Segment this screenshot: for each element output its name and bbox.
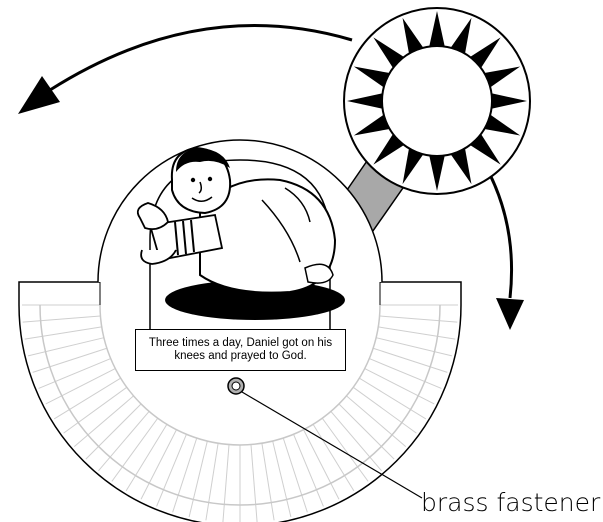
sun-ray bbox=[353, 114, 390, 136]
fan-line bbox=[250, 444, 258, 522]
fan-line bbox=[32, 347, 108, 373]
fan-line bbox=[378, 326, 456, 340]
fan-line bbox=[293, 434, 324, 507]
fan-line bbox=[38, 358, 111, 389]
fan-line bbox=[261, 443, 275, 521]
sun-ray bbox=[353, 66, 390, 88]
sun-ray bbox=[484, 66, 521, 88]
sun-ray bbox=[429, 11, 445, 47]
fan-line bbox=[27, 337, 104, 357]
fan-line bbox=[53, 377, 121, 420]
sun-ray bbox=[484, 114, 521, 136]
sun-ray bbox=[402, 148, 424, 185]
fan-line bbox=[321, 417, 369, 482]
fan-line bbox=[379, 315, 458, 323]
sun-ray bbox=[450, 17, 472, 54]
sun-ray bbox=[470, 37, 501, 68]
sun-ray bbox=[470, 134, 501, 165]
wheel-fan-lines bbox=[22, 304, 458, 522]
curved-arrow-left-icon bbox=[18, 24, 353, 114]
sun-ray bbox=[402, 17, 424, 54]
caption-box: Three times a day, Daniel got on his kne… bbox=[135, 329, 346, 371]
praying-figure-illustration bbox=[136, 146, 345, 320]
fan-line bbox=[188, 441, 208, 518]
sun-ray bbox=[373, 37, 404, 68]
fan-line bbox=[125, 424, 168, 492]
fan-line bbox=[272, 441, 292, 518]
fan-line bbox=[85, 403, 142, 460]
fan-line bbox=[140, 429, 177, 500]
fan-line bbox=[312, 424, 355, 492]
fan-line bbox=[330, 411, 382, 472]
sun-icon bbox=[343, 7, 531, 195]
fastener-leader-line bbox=[241, 391, 423, 499]
fan-line bbox=[22, 315, 101, 323]
fan-line bbox=[24, 326, 102, 340]
fastener-label: brass fastener bbox=[421, 488, 601, 517]
fan-line bbox=[45, 368, 116, 405]
fan-line bbox=[156, 434, 187, 507]
brass-fastener-icon bbox=[227, 377, 245, 395]
fan-line bbox=[73, 395, 134, 447]
fan-line bbox=[222, 444, 230, 522]
fan-line bbox=[111, 417, 159, 482]
fan-line bbox=[282, 437, 308, 513]
sun-ray bbox=[429, 155, 445, 191]
fan-line bbox=[205, 443, 219, 521]
fan-line bbox=[63, 386, 128, 434]
fan-line bbox=[372, 347, 448, 373]
fan-line bbox=[364, 368, 435, 405]
fan-line bbox=[172, 437, 198, 513]
sun-ray bbox=[347, 93, 383, 109]
fan-line bbox=[352, 386, 417, 434]
fan-line bbox=[369, 358, 442, 389]
fan-line bbox=[359, 377, 427, 420]
fan-line bbox=[346, 395, 407, 447]
fan-line bbox=[303, 429, 340, 500]
sun-ray bbox=[491, 93, 527, 109]
fan-line bbox=[98, 411, 150, 472]
fan-line bbox=[376, 337, 453, 357]
fan-line bbox=[338, 403, 395, 460]
sun-ray bbox=[450, 148, 472, 185]
caption-text: Three times a day, Daniel got on his kne… bbox=[148, 337, 333, 362]
sun-ray bbox=[373, 134, 404, 165]
curved-arrow-down-icon bbox=[483, 164, 524, 330]
